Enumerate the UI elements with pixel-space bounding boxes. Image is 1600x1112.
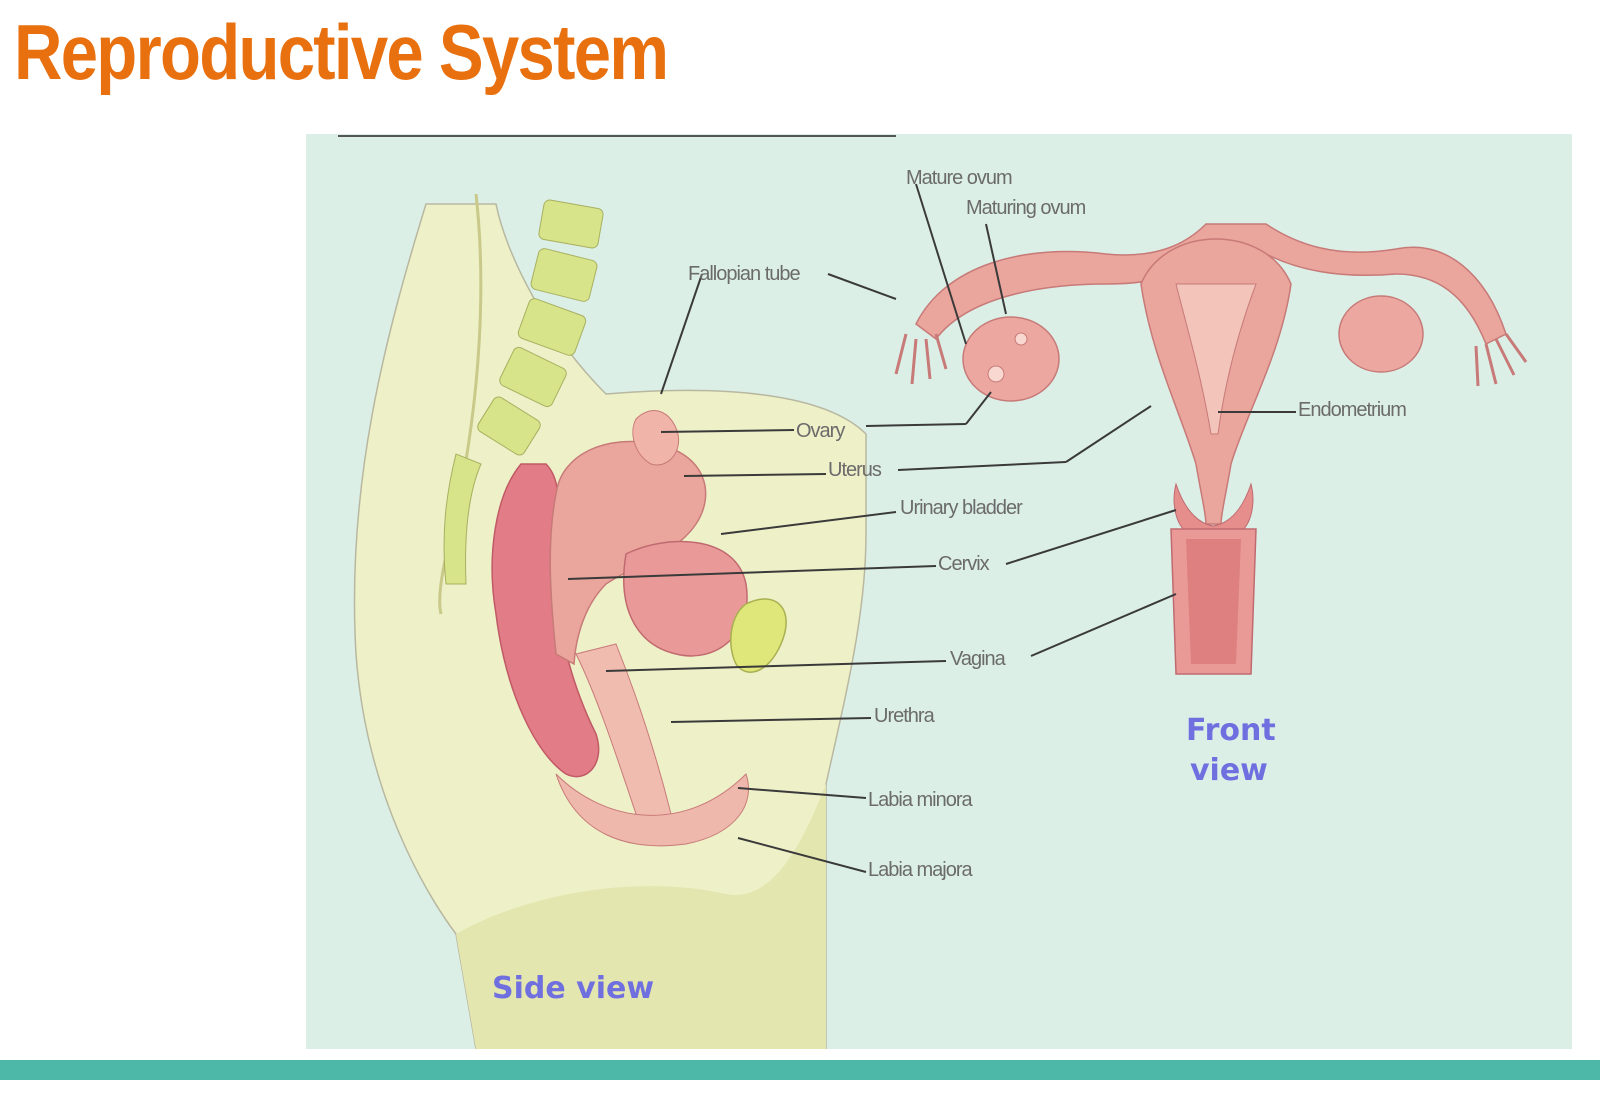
leader-vagina-front	[1031, 594, 1176, 656]
label-front-view-line2: view	[1190, 753, 1268, 788]
label-urethra: Urethra	[874, 705, 936, 727]
label-fallopian-tube: Fallopian tube	[688, 263, 801, 285]
fimbriae-left	[896, 334, 946, 384]
leader-ovary-front-a	[866, 424, 966, 426]
label-mature-ovum: Mature ovum	[906, 167, 1012, 189]
label-urinary-bladder: Urinary bladder	[900, 497, 1023, 519]
label-maturing-ovum: Maturing ovum	[966, 197, 1086, 219]
label-uterus: Uterus	[828, 459, 882, 481]
label-labia-majora: Labia majora	[868, 859, 974, 881]
vagina-lumen	[1186, 539, 1241, 664]
fimbriae-right	[1476, 334, 1526, 386]
slide-title: Reproductive System	[14, 6, 667, 100]
ovary-left	[963, 317, 1059, 401]
front-view-illustration	[896, 224, 1526, 674]
anatomy-illustration: Mature ovum Maturing ovum Fallopian tube…	[306, 134, 1572, 1049]
label-ovary: Ovary	[796, 420, 845, 442]
label-cervix: Cervix	[938, 553, 990, 575]
leader-uterus-front-a	[898, 462, 1066, 470]
leader-fallopian-front	[828, 274, 896, 299]
ovary-right	[1339, 296, 1423, 372]
label-side-view: Side view	[492, 971, 654, 1006]
leader-ovary-front-b	[966, 392, 991, 424]
side-view-illustration	[354, 194, 866, 1049]
label-endometrium: Endometrium	[1298, 399, 1406, 421]
leader-cervix-front	[1006, 510, 1176, 564]
leader-fallopian-side	[661, 274, 702, 394]
label-front-view-line1: Front	[1186, 713, 1276, 748]
label-vagina: Vagina	[950, 648, 1007, 670]
label-labia-minora: Labia minora	[868, 789, 974, 811]
leader-uterus-front-b	[1066, 406, 1151, 462]
footer-bar	[0, 1060, 1600, 1080]
anatomy-figure: Mature ovum Maturing ovum Fallopian tube…	[306, 134, 1572, 1049]
